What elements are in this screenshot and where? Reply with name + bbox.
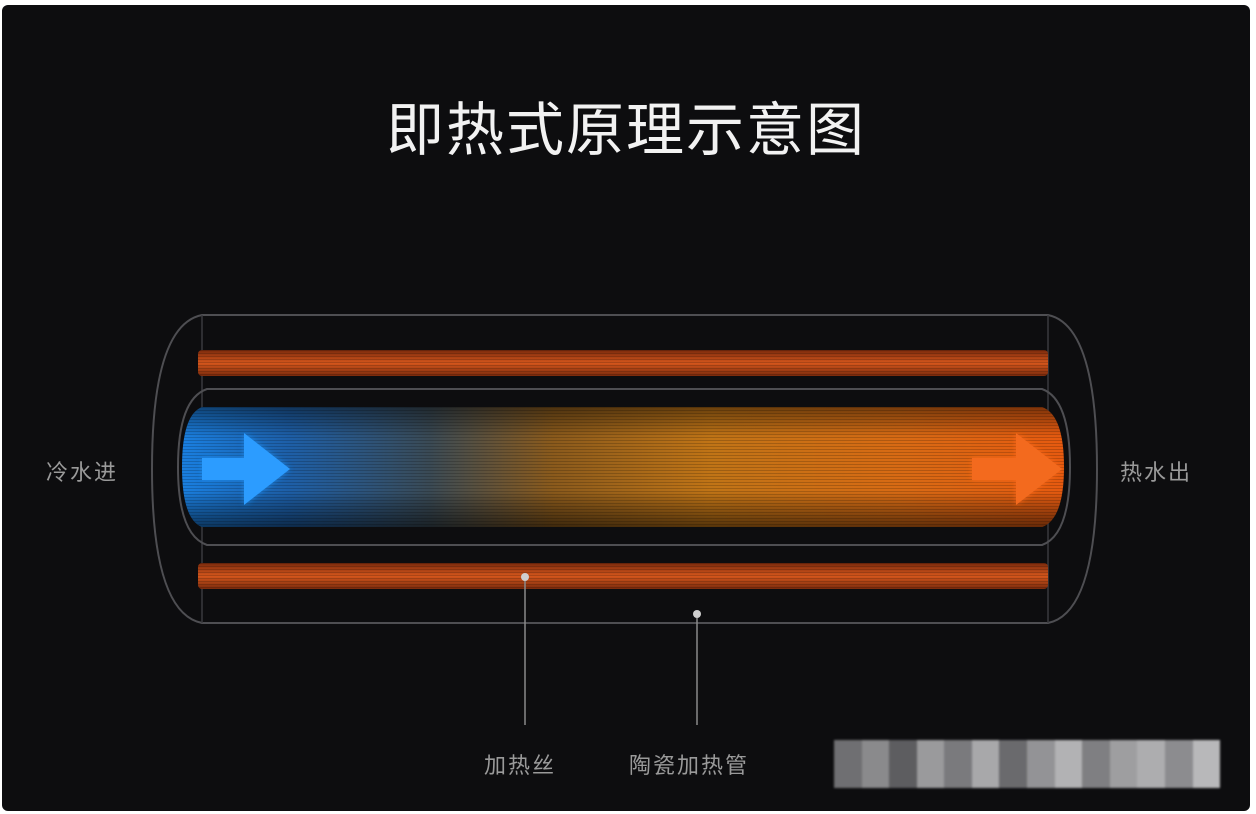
heater-diagram: [150, 314, 1099, 725]
hot-water-out-label: 热水出: [1120, 461, 1193, 486]
arrow-right-icon: [972, 433, 1062, 505]
ceramic-tube-callout: [693, 610, 701, 725]
water-flow: [182, 407, 1064, 527]
heating-wire-callout: [521, 573, 529, 725]
heating-wire-label: 加热丝: [484, 754, 557, 779]
ceramic-tube-label: 陶瓷加热管: [629, 754, 750, 779]
water-pipe-outline: [176, 388, 1072, 546]
blurred-watermark: [834, 740, 1221, 788]
cold-water-in-label: 冷水进: [46, 461, 119, 486]
arrow-right-icon: [202, 433, 290, 505]
page-title: 即热式原理示意图: [385, 96, 866, 164]
diagram-canvas: 即热式原理示意图: [2, 5, 1250, 811]
